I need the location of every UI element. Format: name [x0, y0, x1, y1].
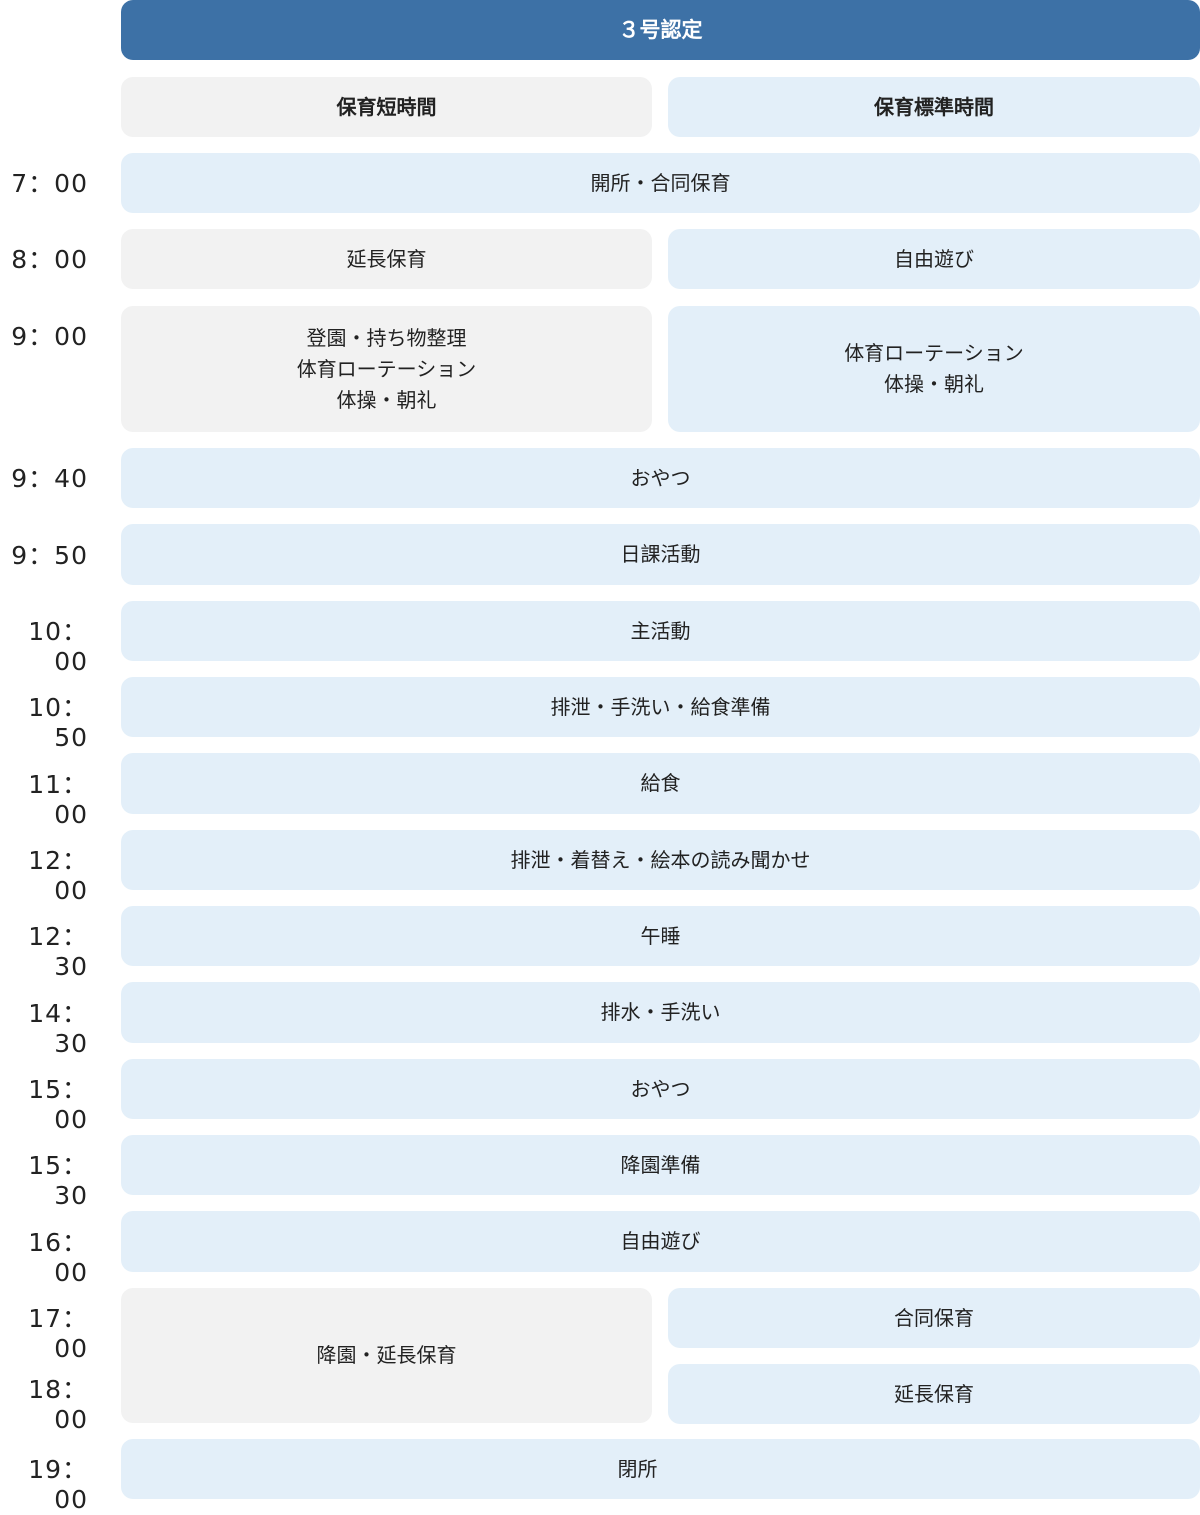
time-label: 18：00 [28, 1375, 88, 1434]
schedule-short-morning: 登園・持ち物整理 体育ローテーション 体操・朝礼 [121, 306, 652, 432]
schedule-main-activity: 主活動 [121, 601, 1200, 661]
time-label: 11：00 [28, 770, 88, 829]
schedule-daily-activity: 日課活動 [121, 524, 1200, 585]
time-label: 16：00 [28, 1228, 88, 1287]
time-label: 7：00 [11, 169, 88, 198]
time-label: 9：40 [11, 464, 88, 493]
column-header-short: 保育短時間 [121, 77, 652, 137]
time-label: 15：00 [28, 1075, 88, 1134]
time-label: 17：00 [28, 1304, 88, 1363]
time-label: 12：00 [28, 846, 88, 905]
schedule-lunch: 給食 [121, 753, 1200, 814]
schedule-short-extended: 延長保育 [121, 229, 652, 289]
schedule-snack-1: おやつ [121, 448, 1200, 508]
time-label: 8：00 [11, 245, 88, 274]
schedule-lunch-prep: 排泄・手洗い・給食準備 [121, 677, 1200, 737]
schedule-nap: 午睡 [121, 906, 1200, 966]
column-header-standard: 保育標準時間 [668, 77, 1200, 137]
schedule-standard-free-play: 自由遊び [668, 229, 1200, 289]
time-label: 19：00 [28, 1455, 88, 1514]
time-label: 14：30 [28, 999, 88, 1058]
schedule-wash: 排水・手洗い [121, 982, 1200, 1043]
time-label: 12：30 [28, 922, 88, 981]
schedule-short-leave: 降園・延長保育 [121, 1288, 652, 1423]
time-label: 9：00 [11, 322, 88, 351]
time-label: 9：50 [11, 541, 88, 570]
schedule-standard-joint: 合同保育 [668, 1288, 1200, 1348]
schedule-after-lunch: 排泄・着替え・絵本の読み聞かせ [121, 830, 1200, 890]
time-label: 15：30 [28, 1151, 88, 1210]
schedule-free-play: 自由遊び [121, 1211, 1200, 1272]
time-label: 10：00 [28, 617, 88, 676]
schedule-standard-morning: 体育ローテーション 体操・朝礼 [668, 306, 1200, 432]
schedule-leave-prep: 降園準備 [121, 1135, 1200, 1195]
schedule-close: 閉所 [121, 1439, 1200, 1499]
certification-header: ３号認定 [121, 0, 1200, 60]
schedule-snack-2: おやつ [121, 1059, 1200, 1119]
schedule-open: 開所・合同保育 [121, 153, 1200, 213]
time-label: 10：50 [28, 693, 88, 752]
schedule-standard-extended: 延長保育 [668, 1364, 1200, 1424]
